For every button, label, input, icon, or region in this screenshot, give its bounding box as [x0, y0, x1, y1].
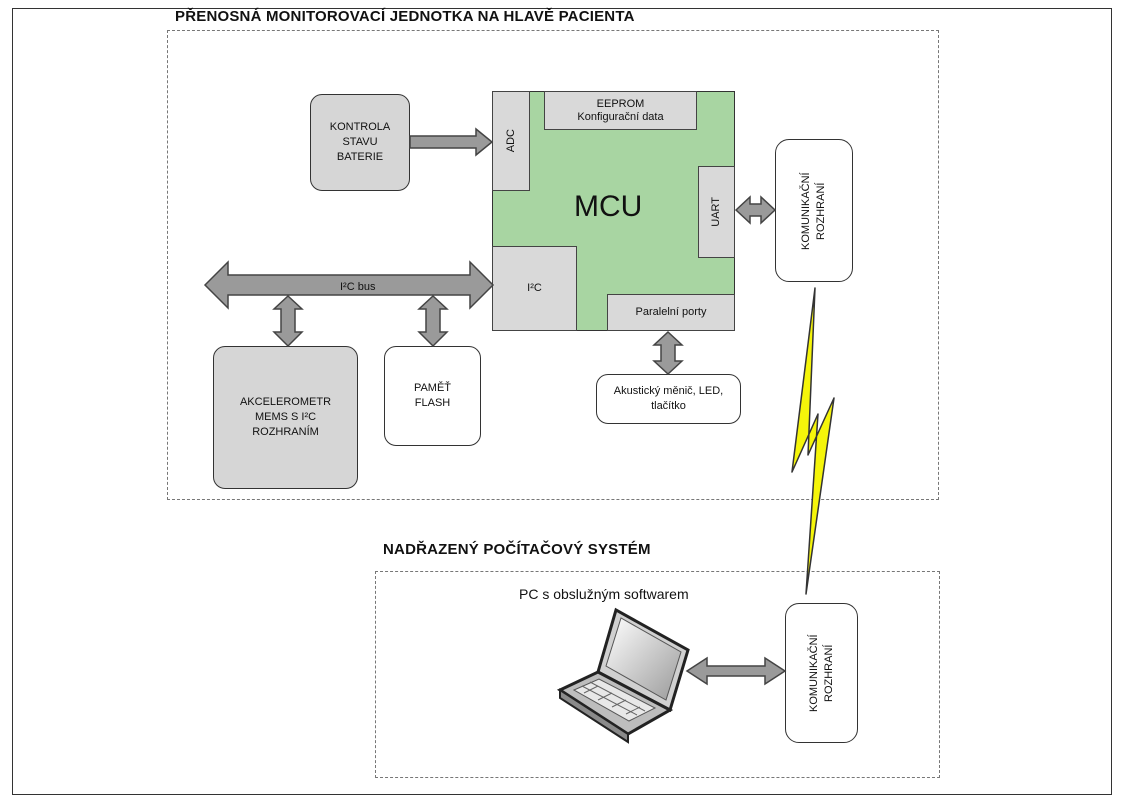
comm-interface-host: KOMUNIKAČNÍ ROZHRANÍ [785, 603, 858, 743]
i2c-label: I²C [527, 282, 542, 294]
parallel-ports-block: Paralelní porty [607, 294, 735, 331]
i2c-bus-label: I²C bus [340, 281, 376, 293]
wearable-section-title: PŘENOSNÁ MONITOROVACÍ JEDNOTKA NA HLAVĚ … [175, 8, 635, 25]
adc-block: ADC [492, 91, 530, 191]
eeprom-title: EEPROM [596, 97, 645, 110]
wearable-section-border [167, 30, 939, 500]
accelerometer-label: AKCELEROMETR MEMS S I²C ROZHRANÍM [239, 396, 332, 438]
io-devices-label: Akustický měnič, LED, tlačítko [613, 385, 724, 412]
mcu-label: MCU [574, 190, 643, 223]
host-section-border [375, 571, 940, 778]
bus-to-accelerometer-arrow [272, 294, 304, 348]
accelerometer-block: AKCELEROMETR MEMS S I²C ROZHRANÍM [213, 346, 358, 489]
pc-to-comm-arrow [685, 656, 787, 686]
eeprom-subtitle: Konfigurační data [577, 110, 664, 123]
parallel-to-io-arrow [652, 330, 684, 376]
flash-memory-label: PAMĚŤ FLASH [413, 382, 452, 409]
io-devices-block: Akustický měnič, LED, tlačítko [596, 374, 741, 424]
battery-monitor-block: KONTROLA STAVU BATERIE [310, 94, 410, 191]
i2c-block: I²C [492, 246, 577, 331]
diagram-frame [12, 8, 1112, 795]
uart-to-comm-arrow [734, 195, 777, 225]
uart-block: UART [698, 166, 735, 258]
i2c-bus-arrow [203, 260, 495, 310]
parallel-ports-label: Paralelní porty [635, 306, 707, 318]
flash-memory-block: PAMĚŤ FLASH [384, 346, 481, 446]
pc-label: PC s obslužným softwarem [519, 586, 689, 602]
laptop-icon [556, 607, 690, 744]
host-section-title: NADŘAZENÝ POČÍTAČOVÝ SYSTÉM [383, 541, 651, 558]
bus-to-flash-arrow [417, 294, 449, 348]
lightning-bolt-icon [791, 287, 835, 595]
battery-to-adc-arrow [409, 127, 494, 157]
battery-monitor-label: KONTROLA STAVU BATERIE [329, 121, 391, 163]
eeprom-block: EEPROM Konfigurační data [544, 91, 697, 130]
